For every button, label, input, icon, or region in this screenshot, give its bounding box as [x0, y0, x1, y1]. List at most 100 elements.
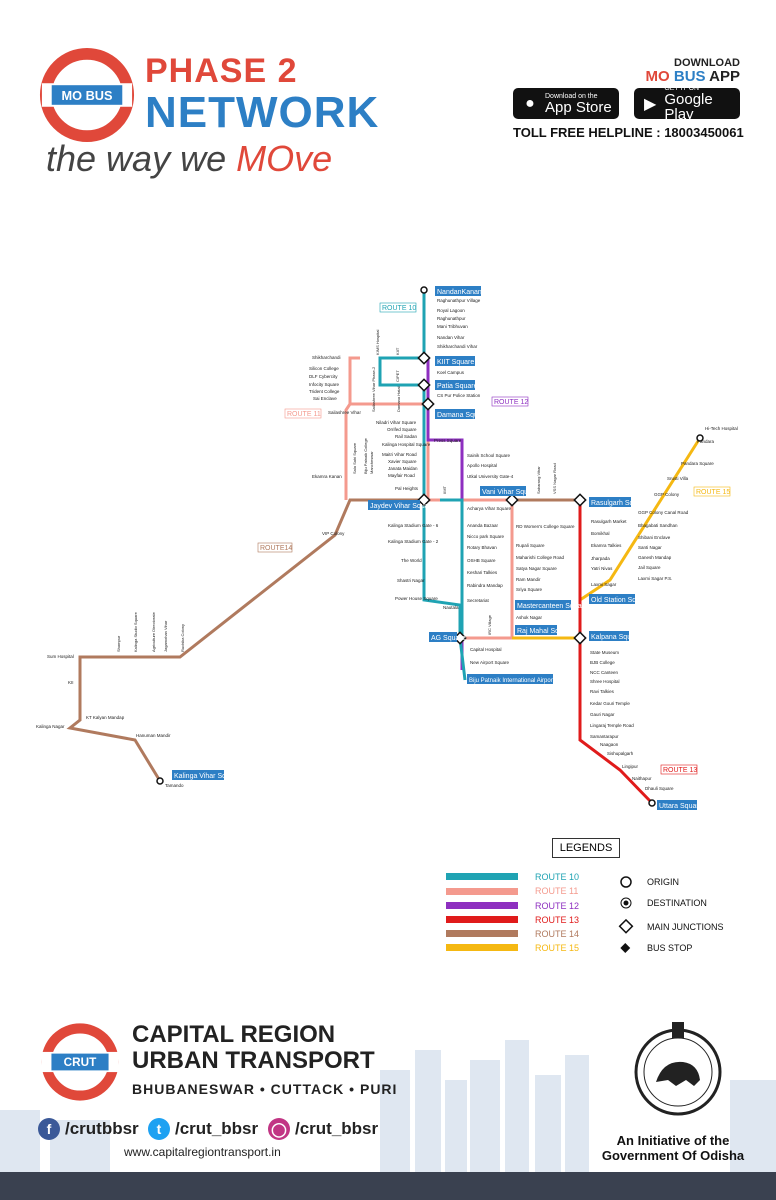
svg-text:Naithapur: Naithapur	[632, 776, 652, 781]
svg-text:Shikharchandi Vihar: Shikharchandi Vihar	[437, 344, 478, 349]
svg-text:Tamando: Tamando	[165, 783, 184, 788]
tagline-start: the way we	[46, 138, 237, 179]
svg-text:Infocity Square: Infocity Square	[309, 382, 340, 387]
svg-text:Naagaon: Naagaon	[600, 742, 619, 747]
svg-text:Ruchika Colony: Ruchika Colony	[180, 624, 185, 652]
instagram-icon: ◯	[268, 1118, 290, 1140]
svg-text:Laxmi Sagar: Laxmi Sagar	[591, 582, 617, 587]
apple-icon: ●	[525, 94, 535, 112]
svg-text:Lingaraj Temple Road: Lingaraj Temple Road	[590, 723, 634, 728]
label-kalinga-vihar: Kalinga Vihar Square	[174, 773, 240, 780]
svg-text:Jharpada: Jharpada	[591, 556, 610, 561]
svg-text:Sainik School Square: Sainik School Square	[467, 453, 511, 458]
helpline: TOLL FREE HELPLINE : 18003450061	[513, 125, 744, 140]
svg-text:Sai Enclave: Sai Enclave	[313, 396, 337, 401]
svg-text:Trident College: Trident College	[309, 389, 340, 394]
svg-text:Ganesh Mandap: Ganesh Mandap	[638, 555, 672, 560]
website-link[interactable]: www.capitalregiontransport.in	[124, 1145, 281, 1159]
svg-text:Rotary Bhavan: Rotary Bhavan	[467, 545, 497, 550]
svg-text:Kedar Gouri Temple: Kedar Gouri Temple	[590, 701, 630, 706]
svg-text:Srusti Villa: Srusti Villa	[667, 476, 689, 481]
phase-title: PHASE 2	[145, 52, 298, 90]
label-airport: Biju Patnaik International Airport	[469, 678, 555, 684]
app-word: APP	[709, 68, 740, 85]
svg-text:Sailashree Vihar: Sailashree Vihar	[328, 410, 361, 415]
svg-text:Royal Lagoon: Royal Lagoon	[437, 308, 465, 313]
facebook-icon: f	[38, 1118, 60, 1140]
svg-text:Sala Sahi Square: Sala Sahi Square	[352, 442, 357, 474]
svg-text:Press Square: Press Square	[434, 438, 462, 443]
svg-text:Ekamra Kanan: Ekamra Kanan	[312, 474, 342, 479]
tagline-end: MOve	[236, 138, 333, 179]
svg-text:Laxmi Sagar P.S.: Laxmi Sagar P.S.	[638, 576, 672, 581]
svg-text:BJB College: BJB College	[590, 660, 615, 665]
twitter-handle: /crut_bbsr	[175, 1119, 259, 1138]
bus-stop-icon	[620, 943, 631, 953]
appstore-small: Download on the	[545, 92, 598, 100]
initiative-line1: An Initiative of the	[616, 1133, 730, 1148]
label-nandankanan: NandanKanan	[437, 289, 482, 296]
tag-route-14: ROUTE14	[260, 545, 292, 552]
crut-logo: CRUT	[41, 1023, 119, 1101]
svg-text:Secretariat: Secretariat	[467, 598, 490, 603]
svg-text:Maitri Vihar Road: Maitri Vihar Road	[382, 452, 417, 457]
legend-destination: DESTINATION	[647, 898, 707, 908]
main-stop-labels: NandanKanan KIIT Square Patia Square Dam…	[172, 286, 703, 810]
appstore-big: App Store	[545, 98, 612, 116]
svg-text:Yatri Nivas: Yatri Nivas	[591, 566, 613, 571]
stops-route-12: Press Square Sainik School Square Apollo…	[434, 438, 514, 665]
instagram-handle: /crut_bbsr	[295, 1119, 379, 1138]
road-strip	[0, 1172, 776, 1200]
svg-text:Shikharchandi: Shikharchandi	[312, 355, 341, 360]
svg-text:Jail Square: Jail Square	[638, 565, 661, 570]
svg-text:Power House Square: Power House Square	[395, 596, 438, 601]
label-uttara: Uttara Square	[659, 803, 703, 810]
svg-text:CS Pur Police Station: CS Pur Police Station	[437, 393, 481, 398]
svg-text:Rabindra Mandap: Rabindra Mandap	[467, 583, 503, 588]
svg-text:Nandan Vihar: Nandan Vihar	[437, 335, 465, 340]
svg-text:Bhagabati Sandhan: Bhagabati Sandhan	[638, 523, 678, 528]
svg-text:Janata Maidan: Janata Maidan	[388, 466, 418, 471]
svg-text:Raghunathpur Village: Raghunathpur Village	[437, 298, 481, 303]
svg-text:Jagamohan Vihar: Jagamohan Vihar	[163, 620, 168, 652]
facebook-link[interactable]: f/crutbbsr	[38, 1118, 139, 1140]
facebook-handle: /crutbbsr	[65, 1119, 139, 1138]
stops-route-13: State Museum BJB College NCC Canteen Shr…	[590, 650, 674, 791]
svg-text:Kalinga Stadium Gate - 6: Kalinga Stadium Gate - 6	[388, 523, 439, 528]
svg-text:Acharya Vihar Square: Acharya Vihar Square	[467, 506, 511, 511]
label-jaydev-vihar: Jaydev Vihar Square	[370, 503, 435, 510]
stops-route-15: RD Women's College Square Rupali Square …	[516, 426, 738, 620]
svg-text:Maharishi College Road: Maharishi College Road	[516, 555, 565, 560]
svg-text:New Airport Square: New Airport Square	[470, 660, 510, 665]
googleplay-small: GET IT ON	[664, 85, 700, 92]
svg-text:GGP Colony Canal Road: GGP Colony Canal Road	[638, 510, 689, 515]
svg-text:Ekamra Talkies: Ekamra Talkies	[591, 543, 622, 548]
junction-icon	[618, 918, 634, 934]
svg-text:Xavier Square: Xavier Square	[388, 459, 417, 464]
svg-text:Hi-Tech Hospital: Hi-Tech Hospital	[705, 426, 738, 431]
instagram-link[interactable]: ◯ /crut_bbsr	[268, 1118, 378, 1140]
stops-route-10: Raghunathpur Village Royal Lagoon Raghun…	[376, 298, 481, 491]
label-rasulgarh: Rasulgarh Square	[591, 500, 648, 507]
svg-text:Sishupalgarh: Sishupalgarh	[607, 751, 634, 756]
route-map: NandanKanan KIIT Square Patia Square Dam…	[36, 286, 738, 810]
odisha-emblem	[634, 1022, 722, 1116]
crut-title-line2: URBAN TRANSPORT	[132, 1047, 375, 1074]
network-title: NETWORK	[145, 88, 380, 137]
legend-route-15: ROUTE 15	[535, 943, 579, 953]
route-11-line	[344, 356, 360, 500]
svg-text:Sailashree Vihar Phase-2: Sailashree Vihar Phase-2	[371, 366, 376, 412]
twitter-link[interactable]: t/crut_bbsr	[148, 1118, 258, 1140]
svg-text:State Museum: State Museum	[590, 650, 619, 655]
route-10-line-b	[440, 498, 464, 638]
destination-icon	[623, 900, 629, 906]
svg-text:KII: KII	[68, 680, 74, 685]
svg-text:Shastri Nagar: Shastri Nagar	[397, 578, 425, 583]
legend-route-13: ROUTE 13	[535, 915, 579, 925]
svg-text:Agriculture Directorate: Agriculture Directorate	[151, 611, 156, 652]
svg-text:Rasulgarh Market: Rasulgarh Market	[591, 519, 627, 524]
